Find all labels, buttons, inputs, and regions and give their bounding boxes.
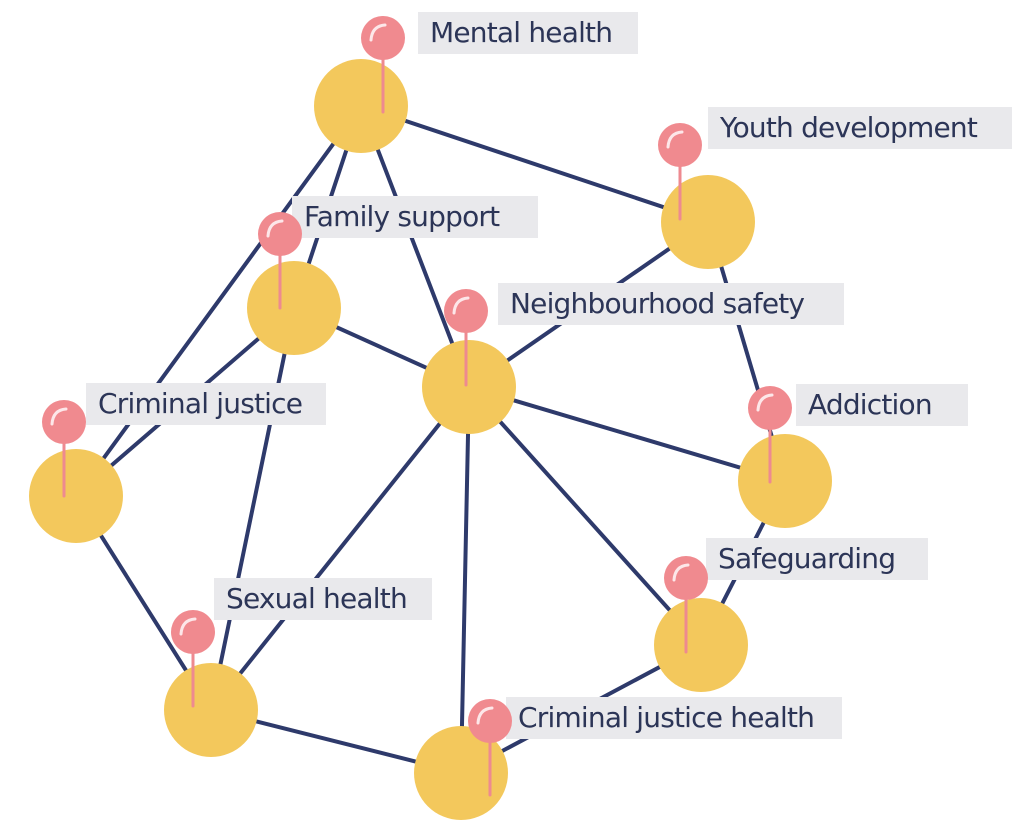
node-addiction[interactable] xyxy=(738,434,832,528)
label-background xyxy=(292,196,538,238)
label-background xyxy=(506,697,842,739)
label-safeguarding: Safeguarding xyxy=(706,538,928,580)
label-mental-health: Mental health xyxy=(418,12,638,54)
map-pin-icon xyxy=(748,386,792,484)
label-background xyxy=(418,12,638,54)
label-background xyxy=(796,384,968,426)
edge-neighbourhood-safety-to-safeguarding xyxy=(467,385,703,647)
label-sexual-health: Sexual health xyxy=(214,578,432,620)
node-criminal-justice-health[interactable] xyxy=(414,726,508,820)
nodes-layer xyxy=(29,59,832,820)
map-pin-icon xyxy=(658,123,702,221)
map-pin-icon xyxy=(468,699,512,797)
node-label-text: Youth development xyxy=(719,111,978,144)
label-background xyxy=(498,283,844,325)
node-label-text: Safeguarding xyxy=(718,542,895,575)
label-criminal-justice-health: Criminal justice health xyxy=(506,697,842,739)
label-neighbourhood-safety: Neighbourhood safety xyxy=(498,283,844,325)
node-criminal-justice[interactable] xyxy=(29,449,123,543)
map-pin-icon xyxy=(361,16,405,114)
label-youth-development: Youth development xyxy=(708,107,1012,149)
edge-mental-health-to-neighbourhood-safety xyxy=(359,104,471,389)
label-background xyxy=(214,578,432,620)
node-mental-health[interactable] xyxy=(314,59,408,153)
label-addiction: Addiction xyxy=(796,384,968,426)
edge-mental-health-to-youth-development xyxy=(359,104,710,224)
pins-layer xyxy=(42,16,792,797)
label-criminal-justice: Criminal justice xyxy=(86,383,326,425)
label-background xyxy=(708,107,1012,149)
node-label-text: Sexual health xyxy=(226,582,407,615)
node-family-support[interactable] xyxy=(247,261,341,355)
map-pin-icon xyxy=(42,400,86,498)
node-label-text: Addiction xyxy=(808,388,932,421)
edge-neighbourhood-safety-to-sexual-health xyxy=(209,385,471,712)
map-pin-icon xyxy=(258,212,302,310)
node-label-text: Neighbourhood safety xyxy=(510,287,804,320)
map-pin-icon xyxy=(444,289,488,387)
map-pin-icon xyxy=(664,556,708,654)
node-safeguarding[interactable] xyxy=(654,598,748,692)
label-background xyxy=(86,383,326,425)
node-youth-development[interactable] xyxy=(661,175,755,269)
label-background xyxy=(706,538,928,580)
edge-mental-health-to-criminal-justice xyxy=(74,104,363,498)
node-label-text: Mental health xyxy=(430,16,612,49)
node-neighbourhood-safety[interactable] xyxy=(422,340,516,434)
map-pin-icon xyxy=(171,610,215,708)
edge-neighbourhood-safety-to-criminal-justice-health xyxy=(459,385,471,775)
label-family-support: Family support xyxy=(292,196,538,238)
node-label-text: Family support xyxy=(304,200,500,233)
node-label-text: Criminal justice xyxy=(98,387,302,420)
node-label-text: Criminal justice health xyxy=(518,701,814,734)
edge-neighbourhood-safety-to-addiction xyxy=(467,385,787,483)
edge-family-support-to-sexual-health xyxy=(209,306,296,712)
node-sexual-health[interactable] xyxy=(164,663,258,757)
